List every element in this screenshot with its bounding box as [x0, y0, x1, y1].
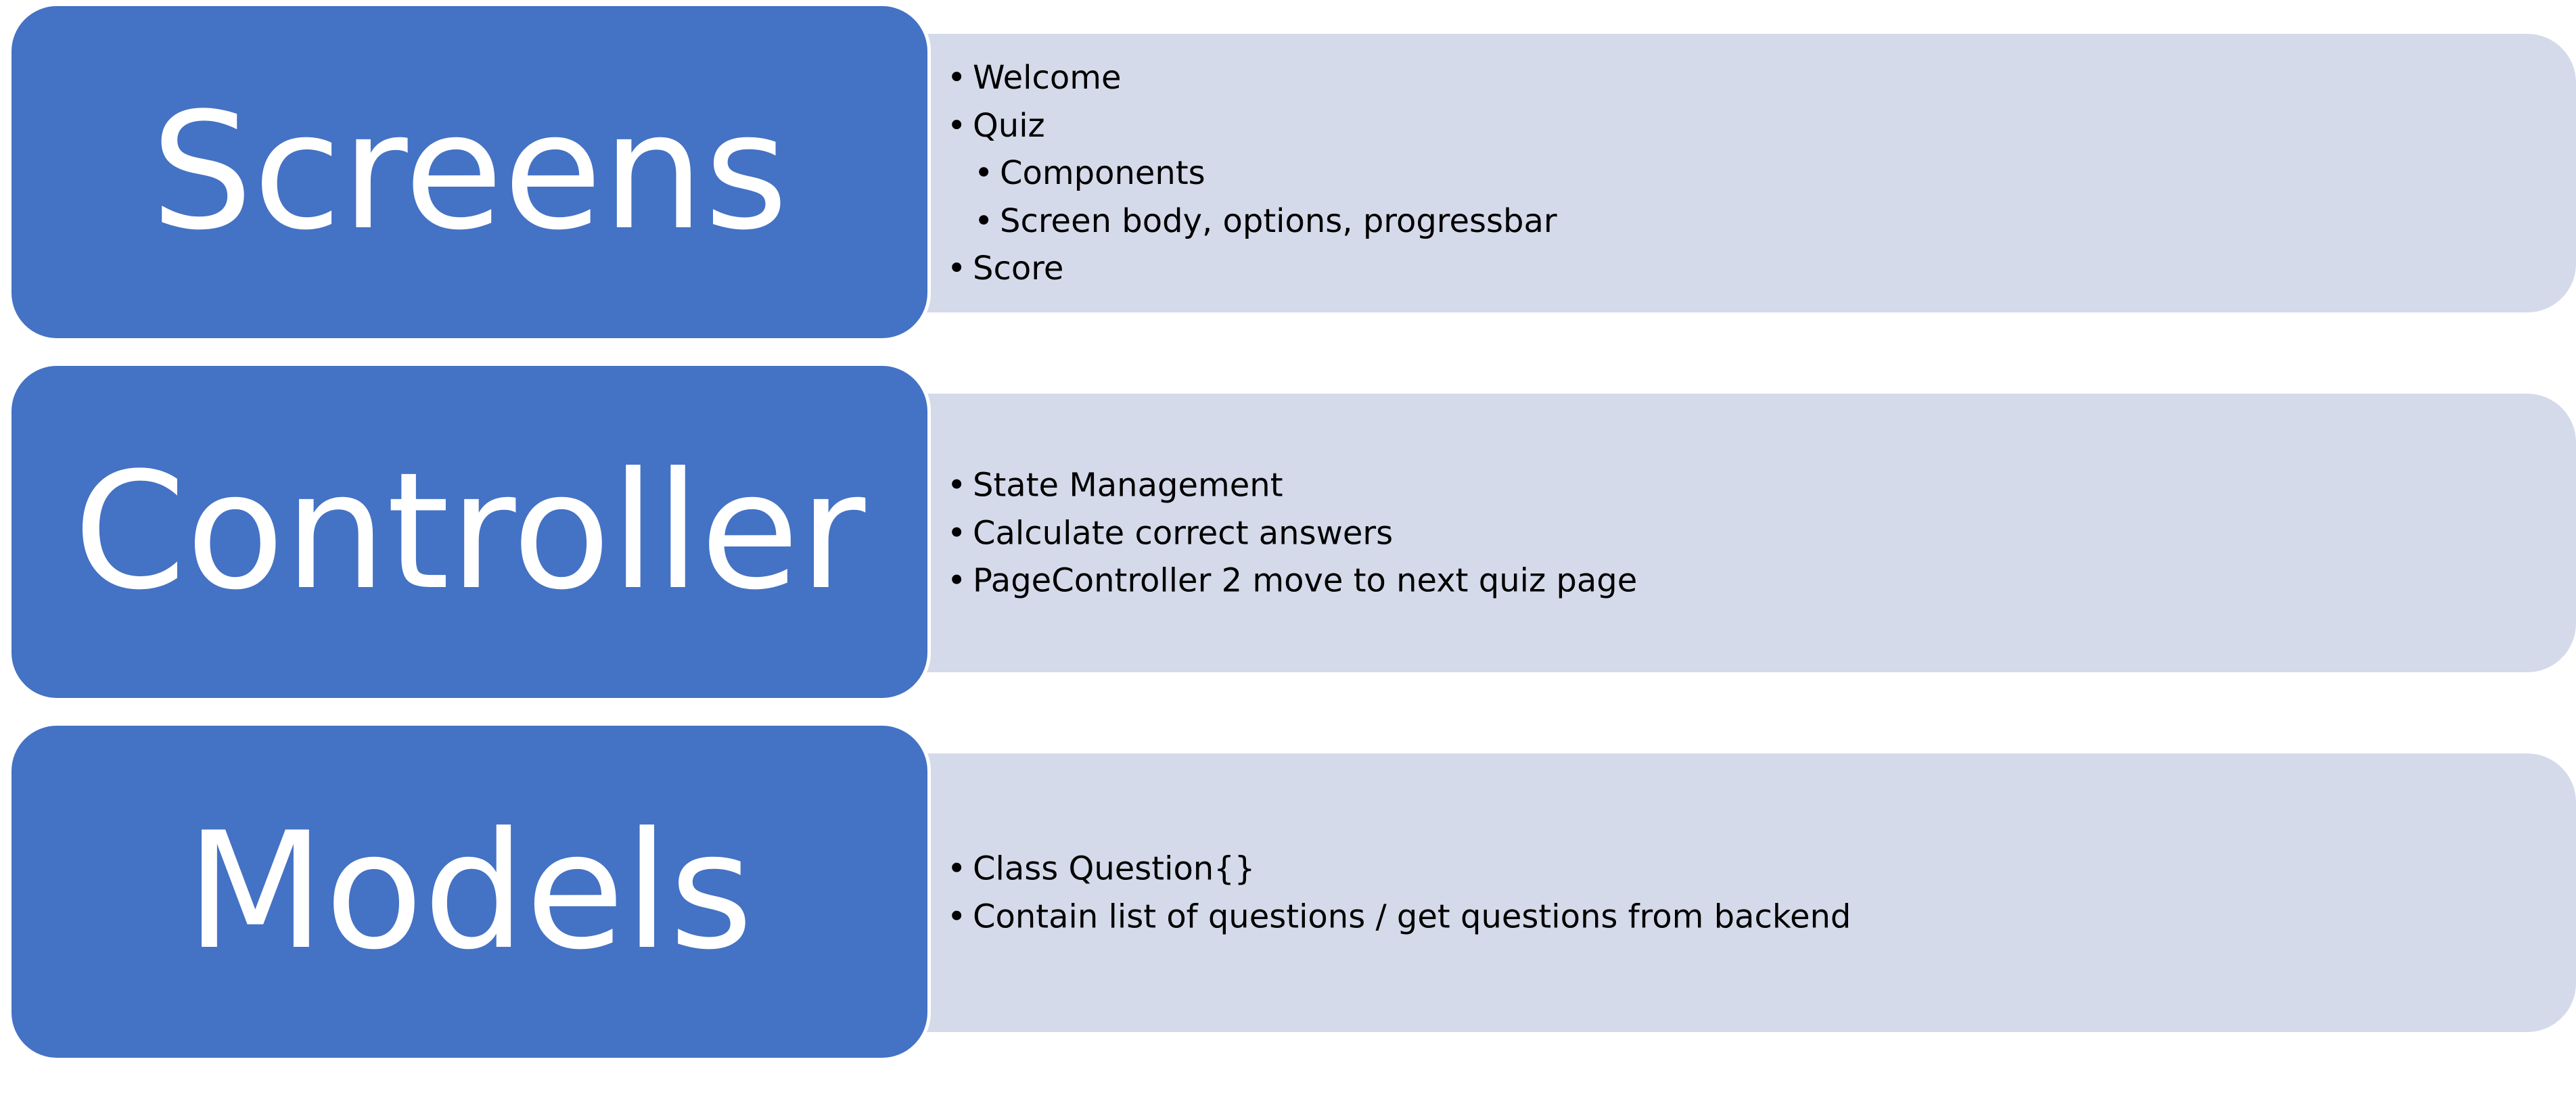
bullet-dot-icon: • [947, 58, 967, 97]
screens-label-box: Screens [8, 3, 931, 342]
models-label-box: Models [8, 722, 931, 1061]
screens-bullet-list: •Welcome •Quiz •Components •Screen body,… [947, 54, 2549, 293]
screens-detail-panel: •Welcome •Quiz •Components •Screen body,… [920, 34, 2576, 312]
screens-label: Screens [150, 78, 789, 266]
bullet-dot-icon: • [947, 106, 967, 145]
bullet-text: Welcome [973, 58, 1122, 97]
bullet-text: Score [973, 249, 1064, 287]
controller-label: Controller [73, 438, 866, 626]
controller-bullet-list: •State Management •Calculate correct ans… [947, 461, 2549, 605]
bullet-item: •Quiz [947, 101, 2549, 149]
models-bullet-list: •Class Question{} •Contain list of quest… [947, 845, 2549, 941]
bullet-item: •Calculate correct answers [947, 509, 2549, 557]
bullet-text: State Management [973, 466, 1283, 505]
bullet-text: Components [1000, 154, 1205, 192]
sub-bullet-item: •Screen body, options, progressbar [974, 197, 2549, 245]
bullet-dot-icon: • [947, 249, 967, 287]
sub-bullet-item: •Components [974, 149, 2549, 197]
bullet-item: •Score [947, 245, 2549, 293]
diagram-row-controller: •State Management •Calculate correct ans… [0, 363, 2576, 704]
bullet-item: •Contain list of questions / get questio… [947, 893, 2549, 941]
models-label: Models [185, 797, 754, 985]
models-detail-panel: •Class Question{} •Contain list of quest… [920, 753, 2576, 1032]
bullet-text: Quiz [973, 106, 1045, 145]
bullet-item: •Welcome [947, 54, 2549, 102]
bullet-item: •Class Question{} [947, 845, 2549, 893]
bullet-dot-icon: • [947, 561, 967, 600]
bullet-text: Screen body, options, progressbar [1000, 202, 1557, 240]
bullet-item: •PageController 2 move to next quiz page [947, 557, 2549, 605]
bullet-dot-icon: • [947, 513, 967, 552]
bullet-dot-icon: • [947, 897, 967, 935]
bullet-dot-icon: • [947, 849, 967, 888]
controller-label-box: Controller [8, 363, 931, 701]
bullet-item: •State Management [947, 461, 2549, 509]
bullet-text: Contain list of questions / get question… [973, 897, 1852, 935]
diagram-row-models: •Class Question{} •Contain list of quest… [0, 722, 2576, 1064]
bullet-dot-icon: • [947, 466, 967, 505]
bullet-dot-icon: • [974, 154, 994, 192]
bullet-text: PageController 2 move to next quiz page [973, 561, 1638, 600]
bullet-text: Calculate correct answers [973, 513, 1394, 552]
controller-detail-panel: •State Management •Calculate correct ans… [920, 394, 2576, 672]
bullet-dot-icon: • [974, 202, 994, 240]
bullet-text: Class Question{} [973, 849, 1256, 888]
diagram-row-screens: •Welcome •Quiz •Components •Screen body,… [0, 3, 2576, 344]
